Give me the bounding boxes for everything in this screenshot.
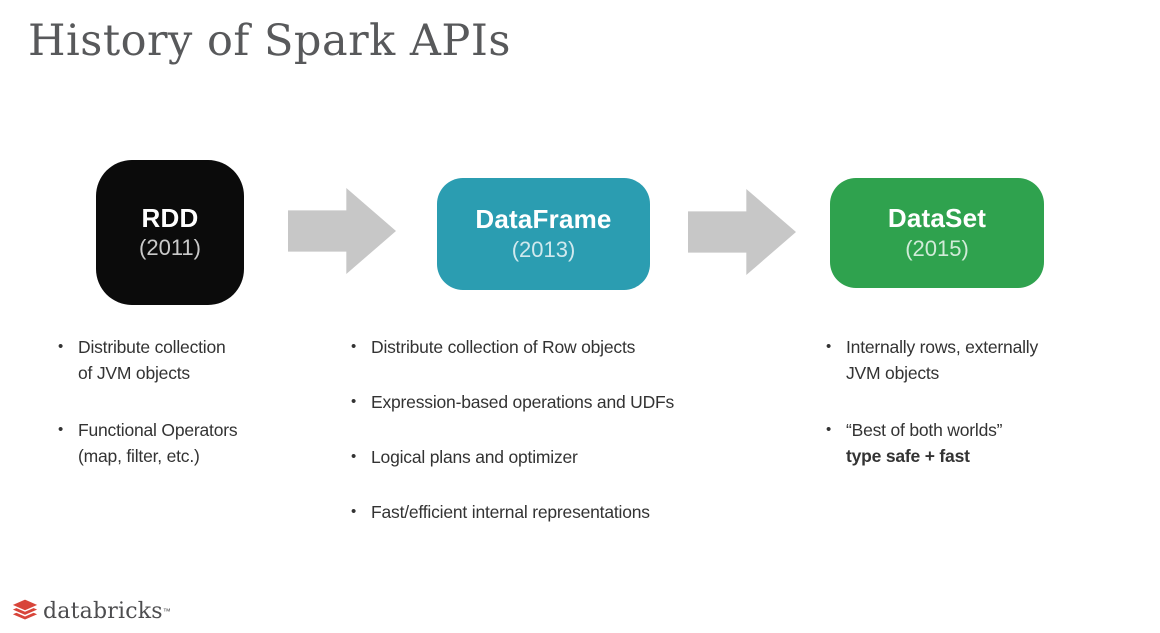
bullet-dot: • <box>826 421 832 438</box>
databricks-wordmark: databricks <box>43 598 163 624</box>
list-item: • Expression-based operations and UDFs <box>351 389 781 415</box>
bullet-dot: • <box>58 338 64 355</box>
flow-arrow-icon <box>688 189 796 275</box>
bullet-column-rdd: • Distribute collection of JVM objects •… <box>58 334 320 500</box>
bullet-text: Logical plans and optimizer <box>371 447 578 467</box>
bullet-dot: • <box>351 338 357 355</box>
list-item: • Distribute collection of JVM objects <box>58 334 320 386</box>
bullet-text: Expression-based operations and UDFs <box>371 392 675 412</box>
flow-node-rdd: RDD (2011) <box>96 160 244 305</box>
bullet-text: Fast/efficient internal representations <box>371 502 650 522</box>
list-item: • Functional Operators (map, filter, etc… <box>58 417 320 469</box>
flow-node-dataset: DataSet (2015) <box>830 178 1044 288</box>
list-item: • Distribute collection of Row objects <box>351 334 781 360</box>
bullet-dot: • <box>58 421 64 438</box>
bullet-text: Internally rows, externally <box>846 337 1039 357</box>
node-label: DataSet <box>887 203 987 234</box>
bullet-column-dataset: • Internally rows, externally JVM object… <box>826 334 1126 500</box>
bullet-dot: • <box>351 448 357 465</box>
databricks-bricks-icon <box>10 598 40 622</box>
list-item: • “Best of both worlds” type safe + fast <box>826 417 1126 469</box>
node-label: DataFrame <box>475 204 612 235</box>
page-title: History of Spark APIs <box>28 16 511 66</box>
bullet-column-dataframe: • Distribute collection of Row objects •… <box>351 334 781 554</box>
node-label: RDD <box>141 202 199 233</box>
flow-node-dataframe: DataFrame (2013) <box>437 178 650 290</box>
node-year: (2011) <box>139 235 201 261</box>
bullet-text: of JVM objects <box>78 363 190 383</box>
databricks-logo: databricks ™ <box>10 597 171 625</box>
bullet-text: type safe + fast <box>846 446 970 466</box>
list-item: • Internally rows, externally JVM object… <box>826 334 1126 386</box>
flow-arrow-icon <box>288 188 396 274</box>
node-year: (2013) <box>511 236 576 262</box>
bullet-text: Distribute collection of Row objects <box>371 337 636 357</box>
bullet-text: Functional Operators <box>78 420 238 440</box>
node-year: (2015) <box>905 235 969 261</box>
trademark-symbol: ™ <box>162 606 171 616</box>
list-item: • Fast/efficient internal representation… <box>351 499 781 525</box>
bullet-text: “Best of both worlds” <box>846 420 1003 440</box>
bullet-text: Distribute collection <box>78 337 226 357</box>
list-item: • Logical plans and optimizer <box>351 444 781 470</box>
bullet-text: (map, filter, etc.) <box>78 446 200 466</box>
bullet-text: JVM objects <box>846 363 940 383</box>
bullet-dot: • <box>351 393 357 410</box>
bullet-dot: • <box>351 503 357 520</box>
bullet-dot: • <box>826 338 832 355</box>
